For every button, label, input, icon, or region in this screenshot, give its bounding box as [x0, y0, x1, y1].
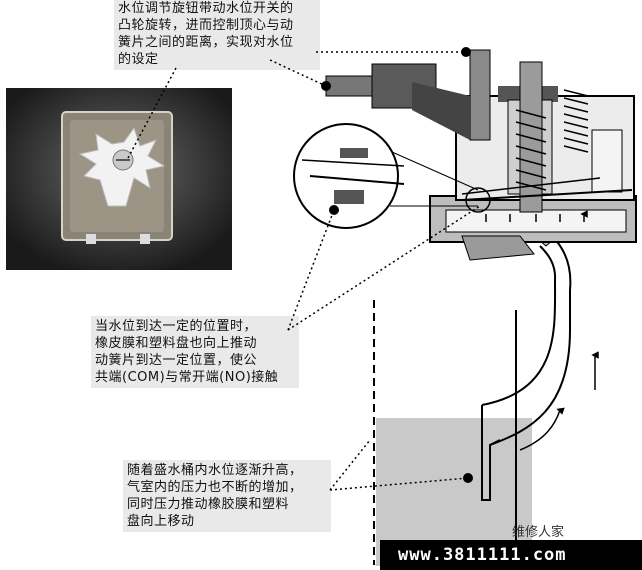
- callout-line: 盘向上移动: [127, 514, 195, 529]
- leader-lines: [127, 51, 481, 491]
- switch-body: [429, 61, 637, 261]
- callout-contact-closure: 当水位到达一定的位置时， 橡皮膜和塑料盘也向上推动 动簧片到达一定位置，使公 共…: [91, 316, 299, 388]
- callout-line: 同时压力推动橡胶膜和塑料: [127, 497, 290, 512]
- callout-line: 凸轮旋转，进而控制顶心与动: [118, 18, 294, 33]
- callout-line: 橡皮膜和塑料盘也向上推动: [95, 336, 258, 351]
- leader-markers: [321, 47, 473, 483]
- brand-watermark: 维修人家: [512, 525, 565, 540]
- callout-pressure-rise: 随着盛水桶内水位逐渐升高， 气室内的压力也不断的增加， 同时压力推动橡胶膜和塑料…: [123, 460, 331, 532]
- callout-line: 水位调节旋钮带动水位开关的: [118, 1, 294, 16]
- callout-line: 当水位到达一定的位置时，: [95, 319, 258, 334]
- callout-line: 随着盛水桶内水位逐渐升高，: [127, 463, 303, 478]
- callout-line: 共端(COM)与常开端(NO)接触: [95, 370, 279, 385]
- knob-shaft: [325, 49, 491, 141]
- water-tank: [373, 300, 532, 566]
- callout-line: 簧片之间的距离，实现对水位: [118, 35, 294, 50]
- detail-magnifier: [293, 123, 491, 229]
- url-watermark: www.3811111.com: [380, 540, 642, 570]
- callout-line: 动簧片到达一定位置，使公: [95, 353, 258, 368]
- callout-knob-setting: 水位调节旋钮带动水位开关的 凸轮旋转，进而控制顶心与动 簧片之间的距离，实现对水…: [114, 0, 320, 70]
- callout-line: 气室内的压力也不断的增加，: [127, 480, 303, 495]
- callout-line: 的设定: [118, 52, 159, 67]
- switch-photo: [6, 88, 232, 270]
